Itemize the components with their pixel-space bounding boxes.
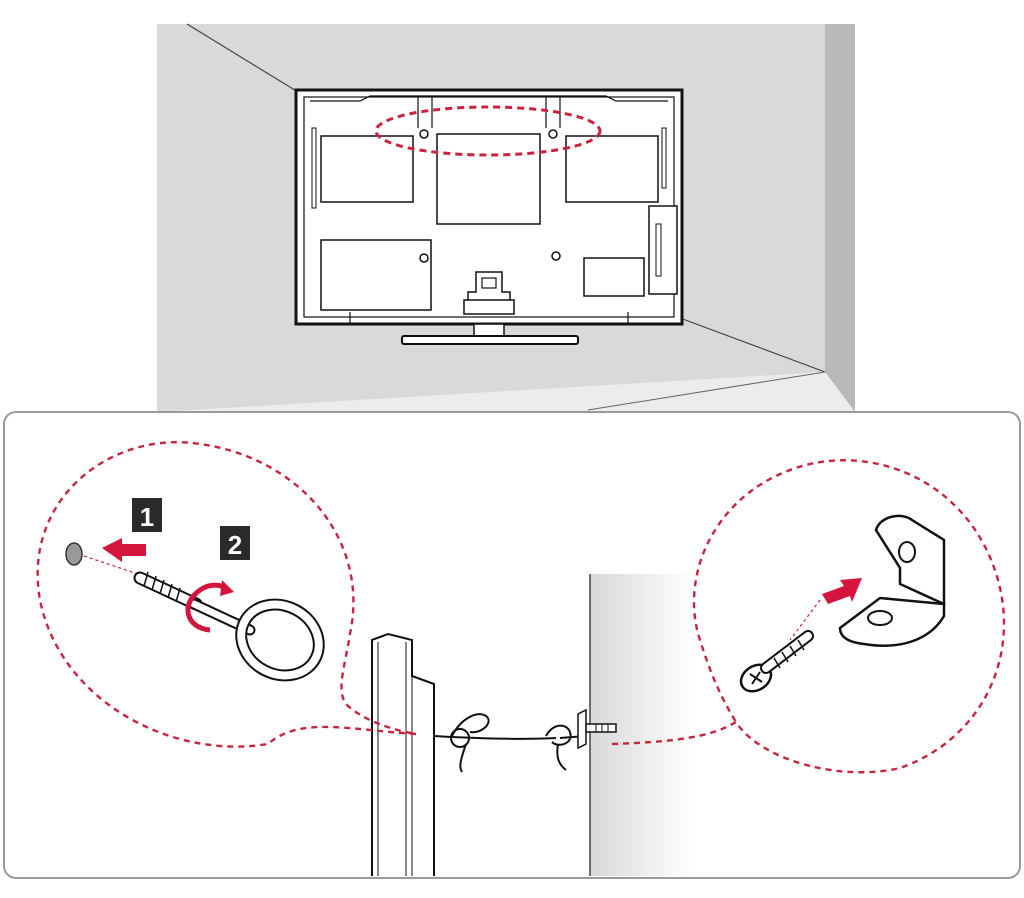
bracket-guide-line — [789, 599, 821, 641]
cord-icon — [433, 713, 587, 773]
detail-panel: 1 2 — [3, 411, 1021, 879]
top-scene — [157, 23, 855, 412]
floor-line — [587, 371, 826, 411]
bracket-arrow-icon — [822, 578, 862, 604]
step-2-label: 2 — [228, 530, 242, 560]
right-callout-bubble — [611, 459, 1006, 774]
tv-back-icon — [294, 88, 684, 345]
insert-arrow-icon — [102, 538, 146, 562]
wall-bracket-icon — [838, 514, 946, 647]
step-2-badge: 2 — [220, 526, 250, 560]
side-wall — [825, 24, 855, 412]
rotate-arrow-icon — [185, 582, 230, 633]
mounted-bracket — [577, 708, 617, 750]
floor-edge — [679, 317, 826, 373]
tv-side-profile — [371, 632, 435, 876]
wall-hole-icon — [65, 542, 83, 566]
panel-frame — [3, 411, 1021, 879]
mount-point-highlight — [374, 105, 602, 157]
step-1-badge: 1 — [132, 498, 162, 532]
floor — [157, 372, 855, 412]
eye-bolt-icon — [133, 571, 325, 682]
left-callout-bubble — [36, 441, 417, 748]
rotate-arrow-head — [220, 580, 234, 596]
ceiling-edge — [186, 23, 299, 93]
step-1-label: 1 — [140, 502, 154, 532]
screw-icon — [739, 630, 814, 693]
